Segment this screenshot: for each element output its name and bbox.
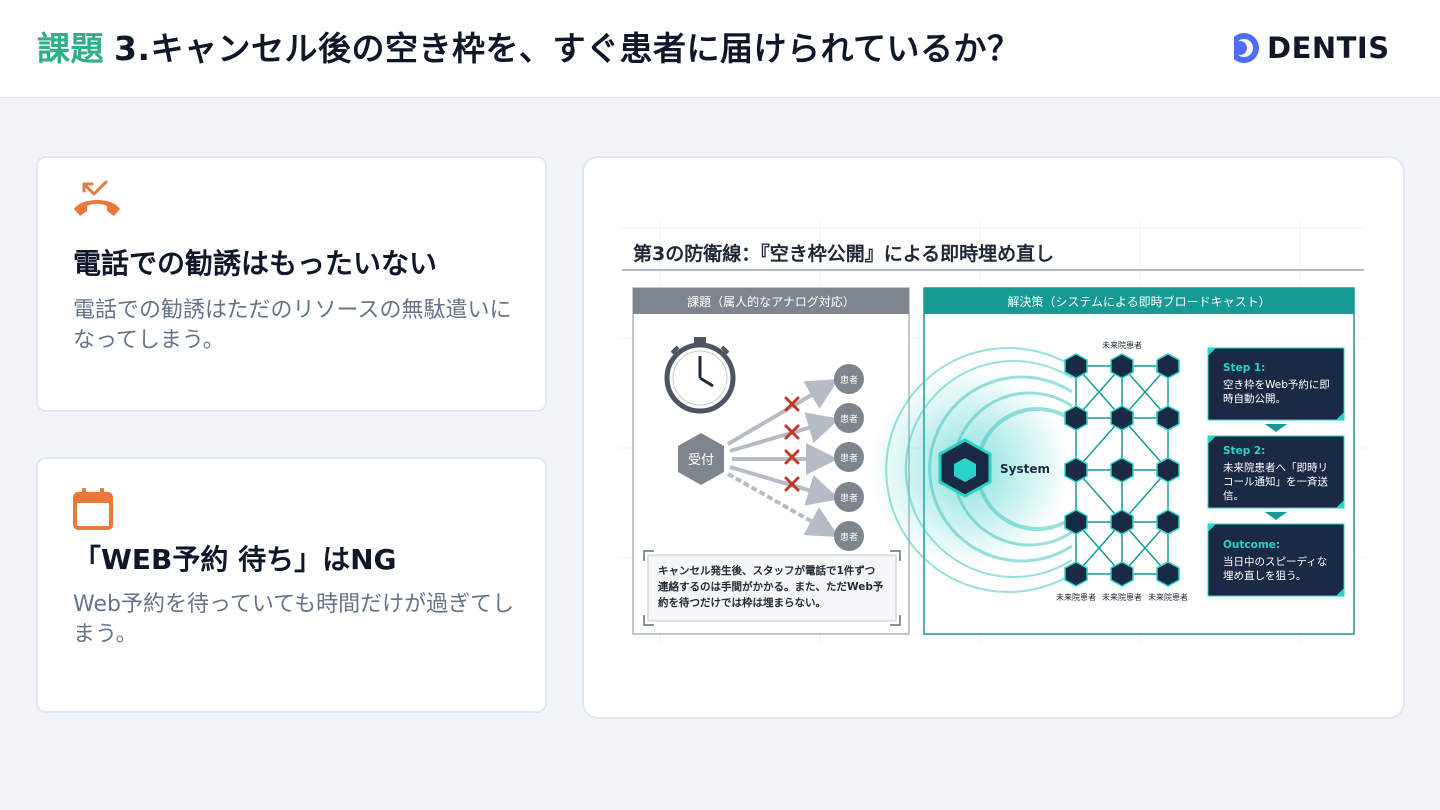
patient-label: 患者 — [840, 531, 858, 543]
step-2-box: Step 2: 未来院患者へ「即時リ コール通知」を一斉送 信。 — [1207, 435, 1345, 509]
info-card-phone: 電話での勧誘はもったいない 電話での勧誘はただのリソースの無駄遣いになってしまう… — [36, 156, 547, 412]
step-1-box: Step 1: 空き枠をWeb予約に即 時自動公開。 — [1207, 347, 1345, 421]
system-label: System — [1000, 462, 1050, 476]
step-text: 信。 — [1223, 490, 1244, 502]
step-title: Outcome: — [1223, 539, 1280, 551]
failed-call-marks — [784, 396, 800, 492]
right-panel-header: 解決策（システムによる即時ブロードキャスト） — [1007, 294, 1270, 309]
calendar-icon — [72, 487, 114, 535]
system-solution-panel: 解決策（システムによる即時ブロードキャスト） System — [870, 287, 1355, 635]
logo-mark-icon — [1228, 32, 1260, 64]
left-caption-line: 連絡するのは手間がかかる。また、ただWeb予 — [658, 580, 884, 593]
patient-nodes — [834, 364, 864, 551]
network-bottom-label: 未来院患者 — [1056, 592, 1096, 602]
title-tag: 課題 — [37, 29, 104, 68]
page-title: 課題 3.キャンセル後の空き枠を、すぐ患者に届けられているか？ — [37, 22, 1021, 70]
step-text: 当日中のスピーディな — [1223, 555, 1327, 568]
card-heading: 「WEB予約 待ち」はNG — [73, 543, 397, 576]
network-bottom-label: 未来院患者 — [1102, 592, 1142, 602]
defense-line-infographic: 第3の防衛線：『空き枠公開』による即時埋め直し 課題（属人的なアナログ対応） 受… — [620, 218, 1366, 644]
analog-problem-panel: 課題（属人的なアナログ対応） 受付 — [632, 287, 910, 635]
infographic-title: 第3の防衛線：『空き枠公開』による即時埋め直し — [633, 242, 1054, 265]
step-text: 時自動公開。 — [1223, 392, 1286, 405]
patient-label: 患者 — [840, 492, 858, 504]
infographic-card: 第3の防衛線：『空き枠公開』による即時埋め直し 課題（属人的なアナログ対応） 受… — [582, 156, 1405, 719]
patient-label: 患者 — [840, 374, 858, 386]
step-text: コール通知」を一斉送 — [1223, 475, 1328, 488]
outcome-box: Outcome: 当日中のスピーディな 埋め直しを狙う。 — [1207, 523, 1345, 597]
left-caption-line: キャンセル発生後、スタッフが電話で1件ずつ — [658, 564, 875, 577]
step-text: 埋め直しを狙う。 — [1223, 569, 1306, 582]
header-bar: 課題 3.キャンセル後の空き枠を、すぐ患者に届けられているか？ DENTIS — [0, 0, 1440, 98]
step-text: 空き枠をWeb予約に即 — [1223, 378, 1330, 391]
patient-label: 患者 — [840, 413, 858, 425]
missed-call-icon — [72, 178, 122, 222]
stopwatch-icon — [664, 337, 736, 414]
reception-hub — [678, 433, 724, 485]
network-top-label: 未来院患者 — [1102, 340, 1142, 350]
logo-text: DENTIS — [1267, 31, 1390, 65]
hub-label: 受付 — [688, 453, 714, 468]
step-title: Step 2: — [1223, 445, 1265, 457]
patient-network-nodes — [1064, 353, 1180, 587]
card-heading: 電話での勧誘はもったいない — [73, 247, 438, 280]
step-text: 未来院患者へ「即時リ — [1223, 461, 1328, 474]
title-text: 3.キャンセル後の空き枠を、すぐ患者に届けられているか？ — [114, 29, 1021, 68]
step-title: Step 1: — [1223, 362, 1265, 374]
network-bottom-label: 未来院患者 — [1148, 592, 1188, 602]
info-card-web: 「WEB予約 待ち」はNG Web予約を待っていても時間だけが過ぎてしまう。 — [36, 457, 547, 713]
brand-logo: DENTIS — [1228, 31, 1390, 65]
left-panel-header: 課題（属人的なアナログ対応） — [687, 294, 855, 309]
patient-label: 患者 — [840, 452, 858, 464]
card-body: 電話での勧誘はただのリソースの無駄遣いになってしまう。 — [73, 298, 512, 353]
card-body: Web予約を待っていても時間だけが過ぎてしまう。 — [73, 592, 515, 647]
left-caption-line: 約を待つだけでは枠は埋まらない。 — [658, 596, 826, 609]
